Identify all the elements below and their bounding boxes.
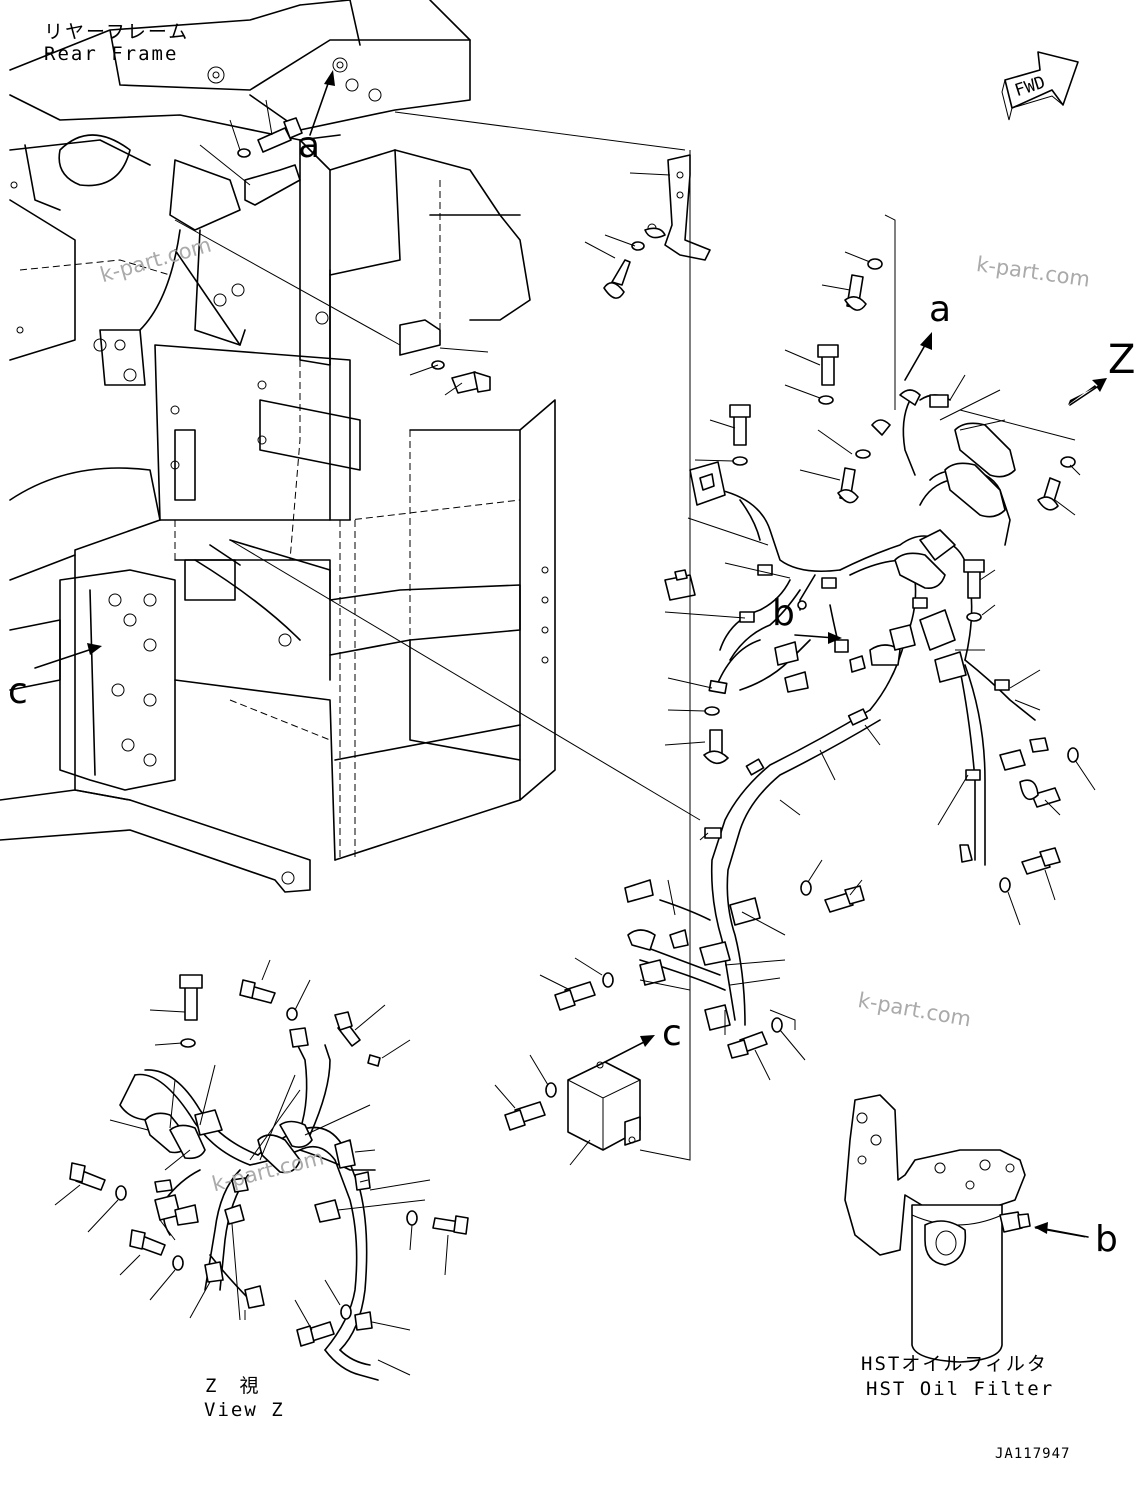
ref-mark-c-frame: c xyxy=(8,671,28,712)
harness-connectors xyxy=(624,389,1049,1031)
hst-filter-label-jp: HSTオイルフィルタ xyxy=(861,1353,1048,1375)
leader-lines xyxy=(54,99,1096,1376)
rear-frame xyxy=(0,0,556,893)
ref-mark-a-frame: a xyxy=(298,125,321,166)
rear-frame-label-jp: リヤーフレーム xyxy=(44,21,190,43)
ref-mark-a-harness: a xyxy=(929,289,952,330)
rear-frame-label-en: Rear Frame xyxy=(44,43,179,65)
fwd-arrow-icon xyxy=(1001,51,1079,121)
bracket-upper xyxy=(644,154,711,261)
ref-mark-b-filter: b xyxy=(1095,1219,1118,1260)
view-z-harness xyxy=(69,974,469,1381)
bolts-upper xyxy=(237,117,645,394)
drawing-code: JA117947 xyxy=(995,1446,1071,1462)
view-z-label-en: View Z xyxy=(204,1399,285,1421)
ref-mark-b-harness: b xyxy=(772,593,795,634)
hst-oil-filter xyxy=(844,1094,1031,1363)
hst-filter-label-en: HST Oil Filter xyxy=(866,1378,1055,1400)
ref-mark-c-harness: c xyxy=(662,1013,682,1054)
ref-mark-z: Z xyxy=(1108,337,1136,383)
bracket-small xyxy=(399,319,441,356)
view-z-label-jp: Z 視 xyxy=(205,1375,261,1397)
harness-bolts xyxy=(504,258,1079,1131)
controller-unit xyxy=(567,1061,641,1151)
clip-bracket-left xyxy=(244,164,301,206)
direction-arrows xyxy=(34,70,1107,1238)
